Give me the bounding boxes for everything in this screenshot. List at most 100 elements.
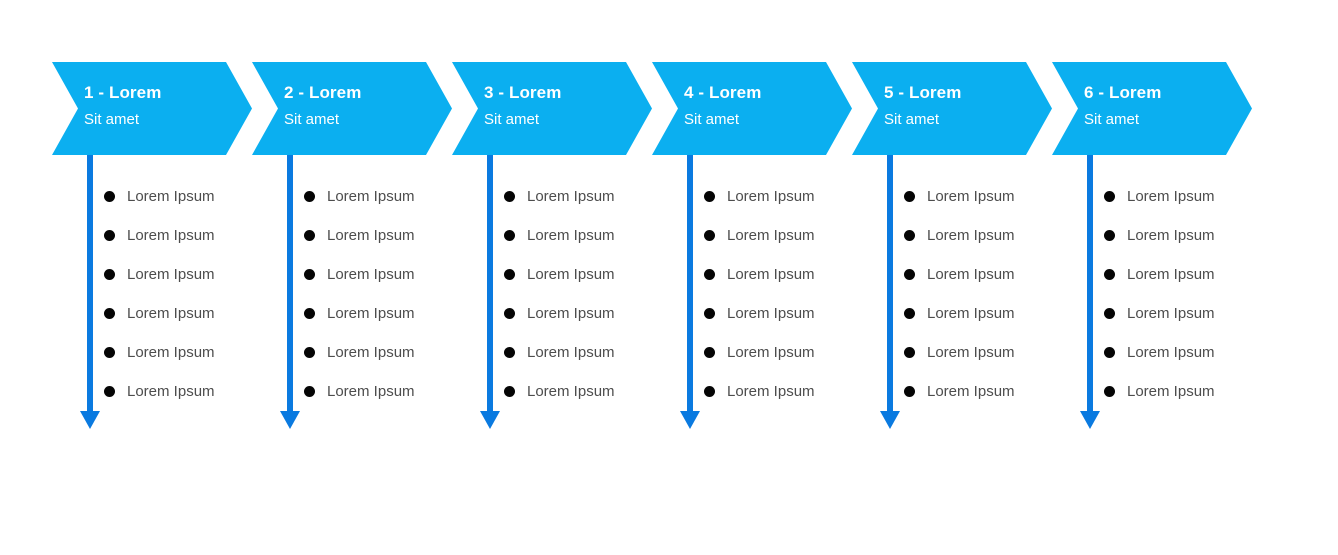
list-item[interactable]: Lorem Ipsum: [1104, 333, 1264, 372]
bullet-dot-icon: [904, 386, 915, 397]
list-item[interactable]: Lorem Ipsum: [104, 333, 264, 372]
bullet-dot-icon: [104, 230, 115, 241]
list-item[interactable]: Lorem Ipsum: [704, 333, 864, 372]
stage-subtitle-2: Sit amet: [284, 111, 340, 128]
stage-subtitle-6: Sit amet: [1084, 111, 1140, 128]
list-item[interactable]: Lorem Ipsum: [304, 177, 464, 216]
stage-connector-5: [880, 155, 900, 430]
bullet-dot-icon: [904, 347, 915, 358]
list-item[interactable]: Lorem Ipsum: [704, 177, 864, 216]
list-item[interactable]: Lorem Ipsum: [104, 372, 264, 411]
stage-subtitle-4: Sit amet: [684, 111, 740, 128]
list-item[interactable]: Lorem Ipsum: [304, 333, 464, 372]
bullet-dot-icon: [704, 230, 715, 241]
bullet-dot-icon: [1104, 230, 1115, 241]
bullet-dot-icon: [504, 230, 515, 241]
list-item[interactable]: Lorem Ipsum: [504, 372, 664, 411]
list-item[interactable]: Lorem Ipsum: [904, 216, 1064, 255]
list-item-label: Lorem Ipsum: [1127, 343, 1215, 361]
list-item-label: Lorem Ipsum: [327, 226, 415, 244]
list-item-label: Lorem Ipsum: [127, 382, 215, 400]
stage-title-1: 1 - Lorem: [84, 83, 162, 102]
bullet-dot-icon: [904, 191, 915, 202]
list-item[interactable]: Lorem Ipsum: [904, 294, 1064, 333]
bullet-dot-icon: [704, 191, 715, 202]
list-item[interactable]: Lorem Ipsum: [504, 216, 664, 255]
list-item[interactable]: Lorem Ipsum: [1104, 255, 1264, 294]
list-item[interactable]: Lorem Ipsum: [504, 294, 664, 333]
bullet-dot-icon: [104, 269, 115, 280]
list-item-label: Lorem Ipsum: [927, 304, 1015, 322]
list-item-label: Lorem Ipsum: [727, 343, 815, 361]
stage-title-5: 5 - Lorem: [884, 83, 962, 102]
bullet-dot-icon: [304, 308, 315, 319]
bullet-dot-icon: [504, 386, 515, 397]
list-item-label: Lorem Ipsum: [327, 304, 415, 322]
list-item[interactable]: Lorem Ipsum: [104, 255, 264, 294]
list-item[interactable]: Lorem Ipsum: [1104, 372, 1264, 411]
list-item[interactable]: Lorem Ipsum: [904, 372, 1064, 411]
list-item[interactable]: Lorem Ipsum: [904, 177, 1064, 216]
list-item-label: Lorem Ipsum: [327, 265, 415, 283]
arrow-down-icon-2: [280, 411, 300, 429]
stage-subtitle-1: Sit amet: [84, 111, 140, 128]
bullet-dot-icon: [704, 269, 715, 280]
list-item[interactable]: Lorem Ipsum: [704, 255, 864, 294]
list-item-label: Lorem Ipsum: [927, 187, 1015, 205]
list-item[interactable]: Lorem Ipsum: [504, 333, 664, 372]
list-item[interactable]: Lorem Ipsum: [1104, 216, 1264, 255]
list-item-label: Lorem Ipsum: [127, 187, 215, 205]
stage-title-4: 4 - Lorem: [684, 83, 762, 102]
bullet-dot-icon: [1104, 347, 1115, 358]
list-item[interactable]: Lorem Ipsum: [104, 216, 264, 255]
list-item-label: Lorem Ipsum: [927, 382, 1015, 400]
list-item-label: Lorem Ipsum: [527, 187, 615, 205]
arrow-down-icon-5: [880, 411, 900, 429]
connector-line-3: [487, 155, 493, 413]
list-item[interactable]: Lorem Ipsum: [304, 255, 464, 294]
list-item[interactable]: Lorem Ipsum: [904, 255, 1064, 294]
list-item[interactable]: Lorem Ipsum: [704, 294, 864, 333]
list-item-label: Lorem Ipsum: [927, 343, 1015, 361]
list-item-label: Lorem Ipsum: [527, 304, 615, 322]
list-item[interactable]: Lorem Ipsum: [504, 255, 664, 294]
list-item[interactable]: Lorem Ipsum: [904, 333, 1064, 372]
list-item-label: Lorem Ipsum: [1127, 226, 1215, 244]
bullet-dot-icon: [304, 347, 315, 358]
bullet-dot-icon: [704, 347, 715, 358]
list-item-label: Lorem Ipsum: [727, 304, 815, 322]
list-item[interactable]: Lorem Ipsum: [304, 294, 464, 333]
list-item[interactable]: Lorem Ipsum: [304, 372, 464, 411]
bullet-dot-icon: [1104, 308, 1115, 319]
list-item[interactable]: Lorem Ipsum: [704, 216, 864, 255]
list-item-label: Lorem Ipsum: [1127, 382, 1215, 400]
bullet-dot-icon: [904, 308, 915, 319]
list-item[interactable]: Lorem Ipsum: [104, 294, 264, 333]
list-item[interactable]: Lorem Ipsum: [1104, 177, 1264, 216]
stage-connector-1: [80, 155, 100, 430]
list-item[interactable]: Lorem Ipsum: [1104, 294, 1264, 333]
list-item-label: Lorem Ipsum: [327, 343, 415, 361]
list-item[interactable]: Lorem Ipsum: [304, 216, 464, 255]
connector-line-2: [287, 155, 293, 413]
list-item[interactable]: Lorem Ipsum: [504, 177, 664, 216]
list-item-label: Lorem Ipsum: [127, 343, 215, 361]
list-item[interactable]: Lorem Ipsum: [704, 372, 864, 411]
list-item[interactable]: Lorem Ipsum: [104, 177, 264, 216]
